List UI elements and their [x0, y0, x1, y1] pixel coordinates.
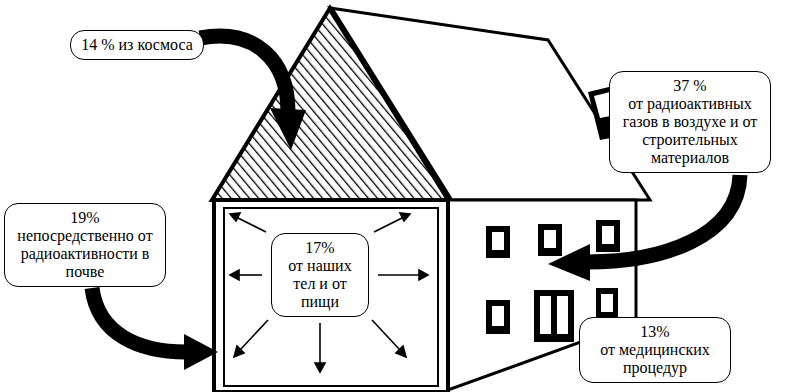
ray-head	[315, 363, 325, 372]
ray	[319, 323, 321, 364]
ray	[378, 274, 420, 276]
gas-arrow-head	[548, 244, 590, 281]
window	[596, 288, 618, 318]
ray-head	[400, 213, 410, 221]
source-text: непосредственно от радиоактивности в поч…	[15, 227, 155, 281]
ray	[240, 320, 268, 350]
window	[486, 226, 510, 258]
cosmic-arrow-head	[270, 108, 306, 150]
ray	[374, 217, 404, 232]
door-pane	[540, 296, 551, 334]
window-glass	[492, 232, 504, 250]
ray	[372, 320, 400, 350]
soil-arrow-head	[184, 334, 218, 370]
label-box: 19%непосредственно от радиоактивности в …	[4, 203, 166, 287]
window-glass	[601, 294, 613, 312]
soil-arrow	[92, 288, 186, 352]
window	[538, 224, 562, 256]
ray-head	[234, 346, 244, 357]
window-glass	[492, 306, 504, 326]
gas-arrow	[588, 175, 740, 262]
roof-edge	[330, 8, 450, 200]
ray-head	[230, 213, 240, 221]
source-text: 14 % из космоса	[81, 36, 193, 54]
window-glass	[602, 226, 614, 244]
window-glass	[544, 230, 556, 248]
window	[486, 300, 510, 334]
label-box: 14 % из космоса	[70, 30, 204, 60]
percent-value: 37 %	[620, 77, 760, 95]
window	[596, 220, 620, 252]
label-box: 37 %от радиоактивных газов в воздухе и о…	[609, 71, 771, 173]
source-text: от наших тел и от пищи	[282, 257, 358, 311]
ray-head	[396, 346, 406, 357]
cosmic-arrow	[200, 36, 288, 112]
front-frame	[224, 208, 438, 386]
label-box: 17%от наших тел и от пищи	[271, 233, 369, 317]
radiation-arrows	[230, 213, 428, 372]
front-wall	[214, 200, 448, 392]
ray-head	[419, 270, 428, 280]
door	[534, 290, 574, 342]
percent-value: 17%	[282, 239, 358, 257]
ray	[236, 217, 266, 232]
source-text: от радиоактивных газов в воздухе и от ст…	[620, 95, 760, 167]
percent-value: 13%	[590, 323, 720, 341]
label-box: 13%от медицинских процедур	[579, 317, 731, 383]
door-pane	[557, 296, 568, 334]
percent-value: 19%	[15, 209, 155, 227]
ray-head	[230, 270, 239, 280]
ray	[238, 274, 262, 276]
source-text: от медицинских процедур	[590, 341, 720, 377]
